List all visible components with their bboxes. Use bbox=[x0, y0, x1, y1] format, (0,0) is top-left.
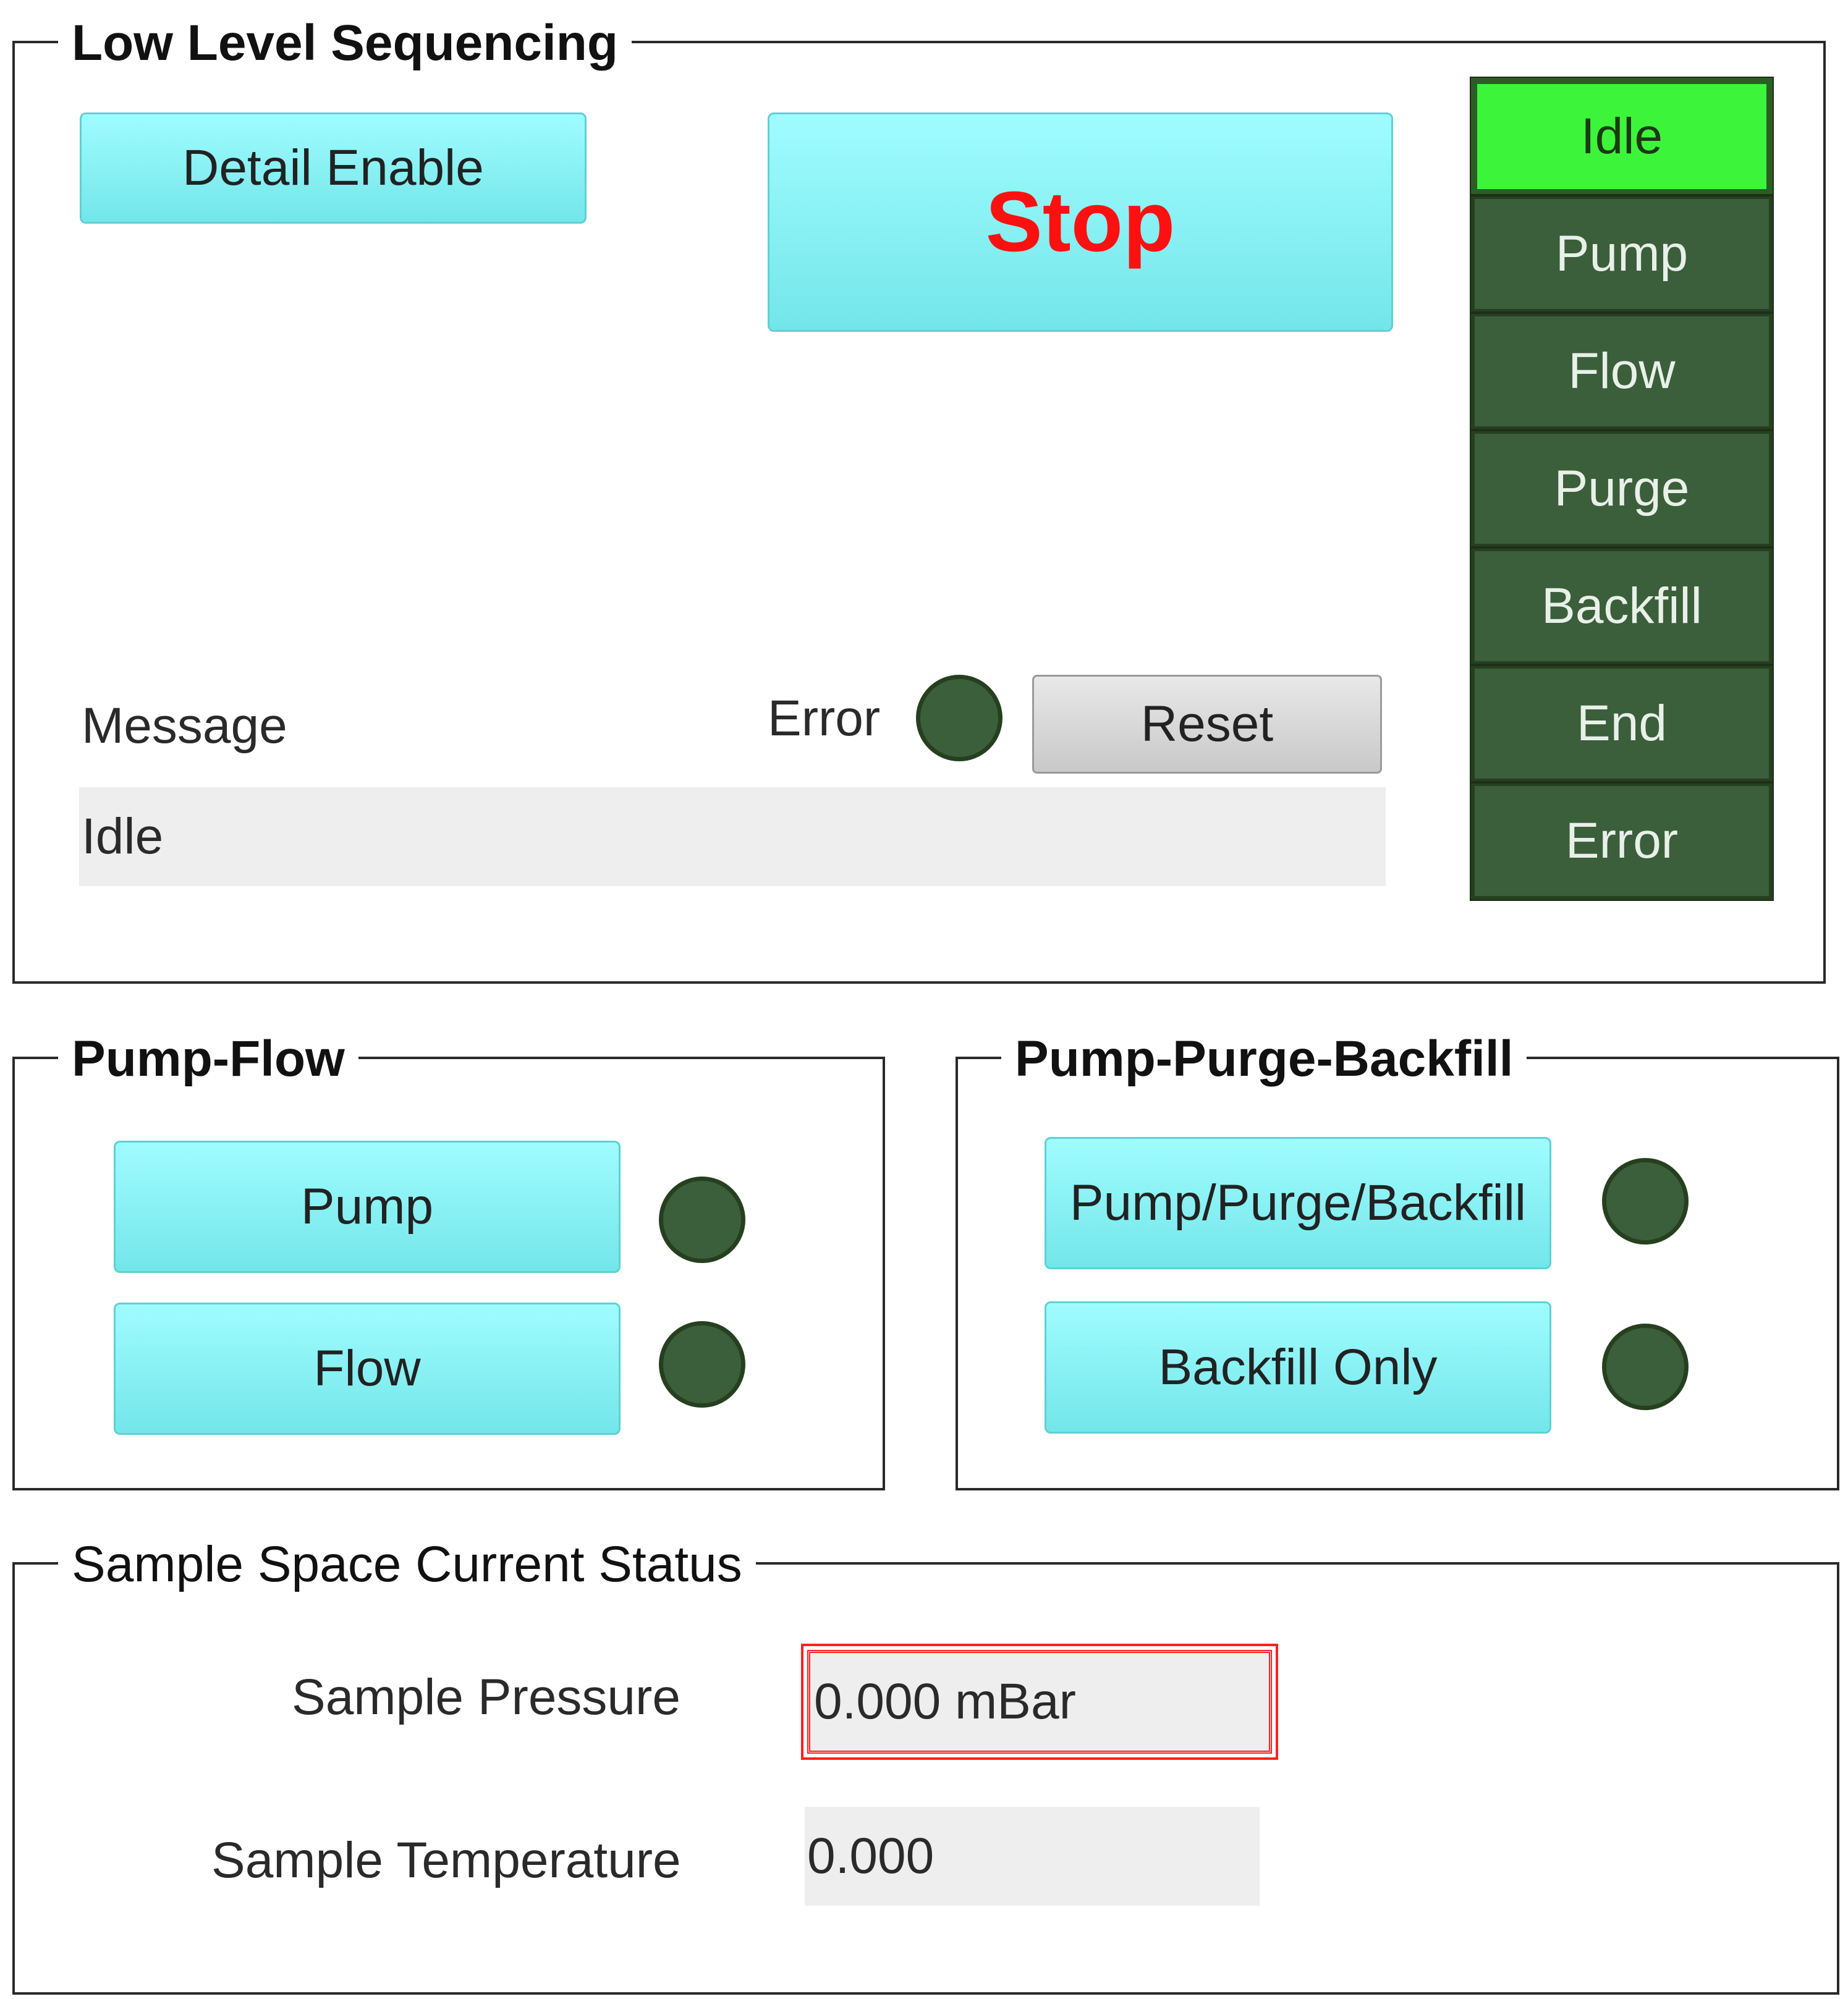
sample-pressure-label: Sample Pressure bbox=[292, 1669, 680, 1725]
state-pump: Pump bbox=[1470, 194, 1774, 314]
backfill-only-indicator-led bbox=[1602, 1324, 1689, 1410]
flow-button[interactable]: Flow bbox=[114, 1303, 621, 1435]
pump-indicator-led bbox=[659, 1177, 745, 1263]
sample-temperature-label: Sample Temperature bbox=[211, 1832, 681, 1888]
pump-purge-backfill-group: Pump-Purge-Backfill Pump/Purge/Backfill … bbox=[956, 1031, 1839, 1490]
sample-status-title: Sample Space Current Status bbox=[58, 1536, 756, 1593]
pump-purge-backfill-button[interactable]: Pump/Purge/Backfill bbox=[1045, 1137, 1551, 1269]
stop-button[interactable]: Stop bbox=[768, 112, 1393, 332]
low-level-sequencing-title: Low Level Sequencing bbox=[58, 15, 632, 72]
state-flow: Flow bbox=[1470, 311, 1774, 431]
pump-purge-backfill-indicator-led bbox=[1602, 1158, 1689, 1245]
error-label: Error bbox=[768, 690, 881, 746]
sample-temperature-field: 0.000 bbox=[805, 1807, 1260, 1906]
error-indicator-led bbox=[916, 675, 1002, 761]
flow-indicator-led bbox=[659, 1321, 745, 1408]
backfill-only-button[interactable]: Backfill Only bbox=[1045, 1301, 1551, 1434]
sequence-state-stack: Idle Pump Flow Purge Backfill End Error bbox=[1470, 77, 1774, 901]
sample-pressure-field: 0.000 mBar bbox=[801, 1644, 1278, 1760]
pump-flow-group: Pump-Flow Pump Flow bbox=[12, 1031, 885, 1490]
state-idle: Idle bbox=[1470, 77, 1774, 197]
reset-button[interactable]: Reset bbox=[1032, 675, 1382, 774]
message-field: Idle bbox=[79, 787, 1386, 886]
low-level-sequencing-group: Low Level Sequencing Detail Enable Stop … bbox=[12, 15, 1826, 984]
pump-button[interactable]: Pump bbox=[114, 1141, 621, 1273]
pump-purge-backfill-title: Pump-Purge-Backfill bbox=[1001, 1031, 1527, 1088]
state-error: Error bbox=[1470, 781, 1774, 901]
state-end: End bbox=[1470, 664, 1774, 784]
message-label: Message bbox=[82, 698, 287, 754]
detail-enable-button[interactable]: Detail Enable bbox=[80, 112, 587, 224]
state-backfill: Backfill bbox=[1470, 546, 1774, 666]
sample-status-group: Sample Space Current Status Sample Press… bbox=[12, 1536, 1839, 1995]
state-purge: Purge bbox=[1470, 429, 1774, 549]
pump-flow-title: Pump-Flow bbox=[58, 1031, 358, 1088]
